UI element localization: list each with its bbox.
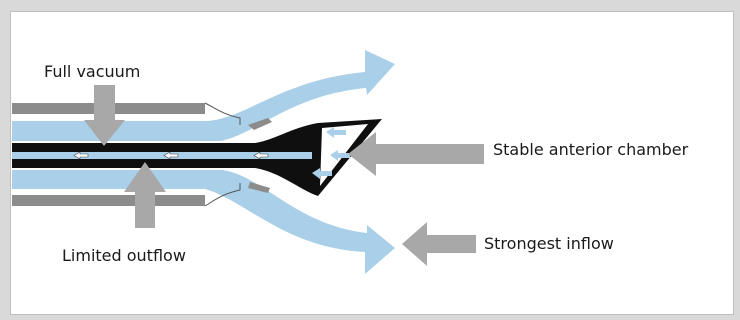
full-vacuum-label: Full vacuum bbox=[44, 62, 141, 81]
lower-fluid-channel bbox=[12, 170, 207, 189]
strongest-inflow-label: Strongest inflow bbox=[484, 234, 614, 253]
needle-bore bbox=[12, 152, 312, 159]
tip-inflow-arrow-bottom bbox=[312, 168, 332, 179]
outflow-arrow-2 bbox=[163, 151, 179, 160]
outflow-arrow-1 bbox=[73, 151, 89, 160]
tip-inflow-arrow-top bbox=[326, 127, 346, 138]
limited-outflow-label: Limited outflow bbox=[62, 246, 186, 265]
sleeve-outline-bottom bbox=[204, 183, 241, 207]
sleeve-wing-bottom bbox=[248, 182, 270, 193]
outflow-arrow-3 bbox=[253, 151, 269, 160]
bottom-sleeve-wall bbox=[12, 195, 205, 206]
stable-anterior-chamber-label: Stable anterior chamber bbox=[493, 140, 689, 159]
strongest-inflow-indicator-arrow bbox=[402, 222, 476, 266]
sleeve-outline-top bbox=[204, 102, 241, 125]
full-vacuum-indicator-arrow bbox=[84, 85, 125, 146]
stable-chamber-indicator-arrow bbox=[348, 132, 484, 176]
limited-outflow-indicator-arrow bbox=[124, 162, 166, 228]
upper-inflow-arrow bbox=[195, 50, 395, 141]
sleeve-wing-top bbox=[248, 118, 272, 130]
tip-inflow-arrow-middle bbox=[330, 150, 350, 161]
lower-inflow-arrow bbox=[195, 170, 395, 274]
